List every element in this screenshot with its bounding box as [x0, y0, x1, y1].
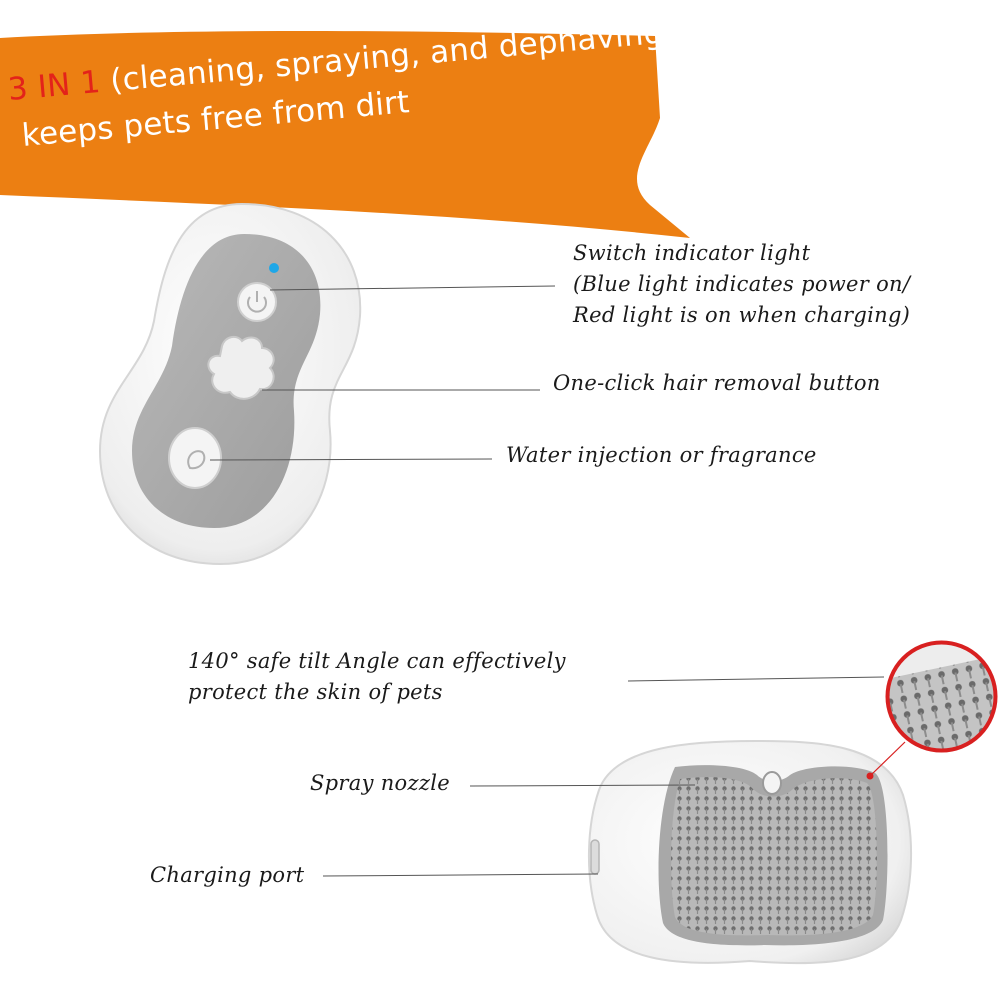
bristle-zoom-detail — [885, 640, 998, 753]
callout-tilt-angle: 140° safe tilt Angle can effectively pro… — [188, 646, 566, 708]
hair-removal-button[interactable] — [207, 335, 275, 400]
callout-indicator-line1: Switch indicator light — [573, 241, 811, 265]
grooming-device-top-view — [98, 202, 362, 566]
callout-tilt-line2: protect the skin of pets — [188, 680, 443, 704]
charging-port — [590, 839, 600, 875]
water-drop-icon — [187, 450, 206, 470]
spray-nozzle — [762, 771, 782, 795]
promo-banner — [0, 31, 690, 238]
callout-hair-removal: One-click hair removal button — [553, 371, 881, 395]
paw-icon — [207, 335, 275, 400]
callout-indicator-light: Switch indicator light (Blue light indic… — [573, 238, 910, 331]
indicator-led — [269, 263, 279, 273]
water-button[interactable] — [168, 427, 222, 489]
callout-spray-nozzle: Spray nozzle — [310, 771, 450, 795]
callout-tilt-line1: 140° safe tilt Angle can effectively — [188, 649, 566, 673]
callout-charging-port: Charging port — [150, 863, 305, 887]
callout-indicator-line2: (Blue light indicates power on/ — [573, 272, 911, 296]
callout-indicator-line3: Red light is on when charging) — [573, 303, 911, 327]
power-icon — [247, 291, 267, 313]
power-button[interactable] — [237, 282, 277, 322]
callout-water: Water injection or fragrance — [506, 443, 817, 467]
grooming-device-brush-view — [588, 739, 912, 965]
